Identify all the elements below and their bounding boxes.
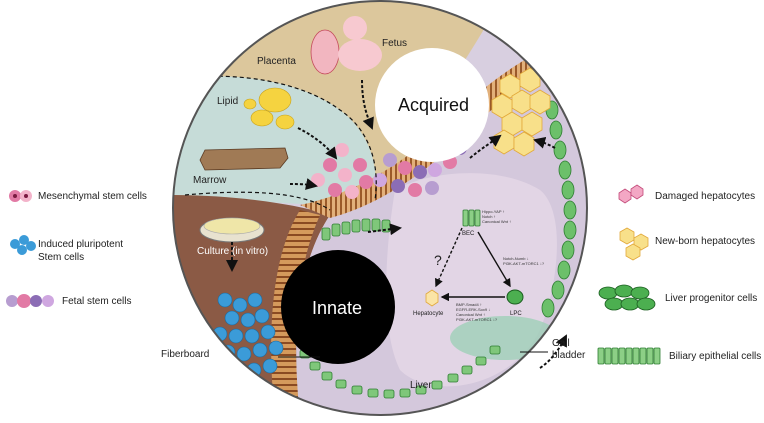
lpc-icon bbox=[598, 284, 656, 311]
fetus-label: Fetus bbox=[382, 38, 408, 49]
bec-lpc-signal-2: PI3K-AKT-mTORC1 ↓? bbox=[503, 261, 545, 266]
innate-circle bbox=[281, 250, 395, 364]
lpc-hep-signal-3: Canonical Wnt ↑ bbox=[456, 312, 486, 317]
bec-signal-3: Canonical Wnt ↑ bbox=[482, 219, 512, 224]
lpc-node-label: LPC bbox=[510, 311, 522, 317]
gallbladder bbox=[450, 316, 560, 360]
legend-mesenchymal-label: Mesenchymal stem cells bbox=[38, 191, 147, 202]
legend-damaged-label: Damaged hepatocytes bbox=[655, 191, 756, 202]
newborn-hepatocytes-icon bbox=[619, 227, 649, 261]
mesenchymal-cells-icon bbox=[9, 190, 32, 202]
question-mark: ? bbox=[434, 252, 442, 268]
legend-fetal-label: Fetal stem cells bbox=[62, 296, 132, 307]
lipid-label: Lipid bbox=[217, 96, 239, 107]
bec-node bbox=[462, 209, 481, 227]
mesenchymal-cluster bbox=[311, 143, 373, 199]
legend-ipsc-label-2: Stem cells bbox=[38, 252, 85, 263]
fetus-illustration bbox=[310, 16, 382, 75]
culture-label: Culture (in vitro) bbox=[197, 246, 269, 257]
bec-icon bbox=[597, 347, 661, 365]
marrow-label: Marrow bbox=[193, 175, 227, 186]
lpc-hep-signal-4: PI3K-AKT-mTORC1 ↓? bbox=[456, 317, 498, 322]
legend-ipsc-label-1: Induced pluripotent bbox=[38, 239, 124, 250]
legend-bec-label: Biliary epithelial cells bbox=[669, 351, 762, 362]
hepatocyte-node-label: Hepatocyte bbox=[413, 311, 444, 317]
acquired-circle bbox=[375, 48, 489, 162]
bec-signal-2: Notch ↑ bbox=[482, 214, 496, 219]
damaged-hepatocytes-icon bbox=[618, 184, 644, 204]
bec-chain bbox=[541, 100, 577, 318]
fiberboard-label: Fiberboard bbox=[161, 349, 210, 360]
bec-arc bbox=[299, 218, 501, 399]
legend-newborn-label: New-born hepatocytes bbox=[655, 236, 756, 247]
newborn-hepatocyte-cluster bbox=[491, 67, 551, 157]
lipid-blobs bbox=[243, 87, 295, 130]
ipsc-cluster bbox=[212, 292, 284, 378]
acquired-label: Acquired bbox=[398, 95, 470, 115]
fetal-cells-icon bbox=[6, 294, 54, 308]
bec-lpc-signal-1: Notch-Numb ↓ bbox=[503, 256, 529, 261]
placenta-label: Placenta bbox=[257, 56, 296, 67]
lpc-hep-signal-1: BMP-Smad4 ↑ bbox=[456, 302, 482, 307]
liver-label: Liver bbox=[410, 380, 432, 391]
lpc-hep-signal-2: EGFR-ERK-Sox9 ↓ bbox=[456, 307, 491, 312]
ipsc-cells-icon bbox=[10, 235, 36, 255]
marrow-region bbox=[173, 76, 376, 205]
pathway-arrows bbox=[435, 227, 511, 302]
bec-signal-1: Hippo-YAP ↑ bbox=[482, 209, 505, 214]
gallbladder-label-1: Gall bbox=[552, 338, 570, 349]
marrow-bone bbox=[199, 147, 289, 171]
petri-dish bbox=[199, 217, 265, 243]
hepatocyte-node bbox=[425, 289, 439, 307]
circle-outline bbox=[172, 0, 588, 416]
innate-label: Innate bbox=[312, 298, 363, 318]
dashed-arrows bbox=[226, 79, 567, 369]
bec-node-label: BEC bbox=[462, 231, 475, 237]
lpc-node bbox=[506, 289, 524, 305]
gallbladder-label-2: bladder bbox=[552, 350, 586, 361]
legend-lpc-label: Liver progenitor cells bbox=[665, 293, 758, 304]
